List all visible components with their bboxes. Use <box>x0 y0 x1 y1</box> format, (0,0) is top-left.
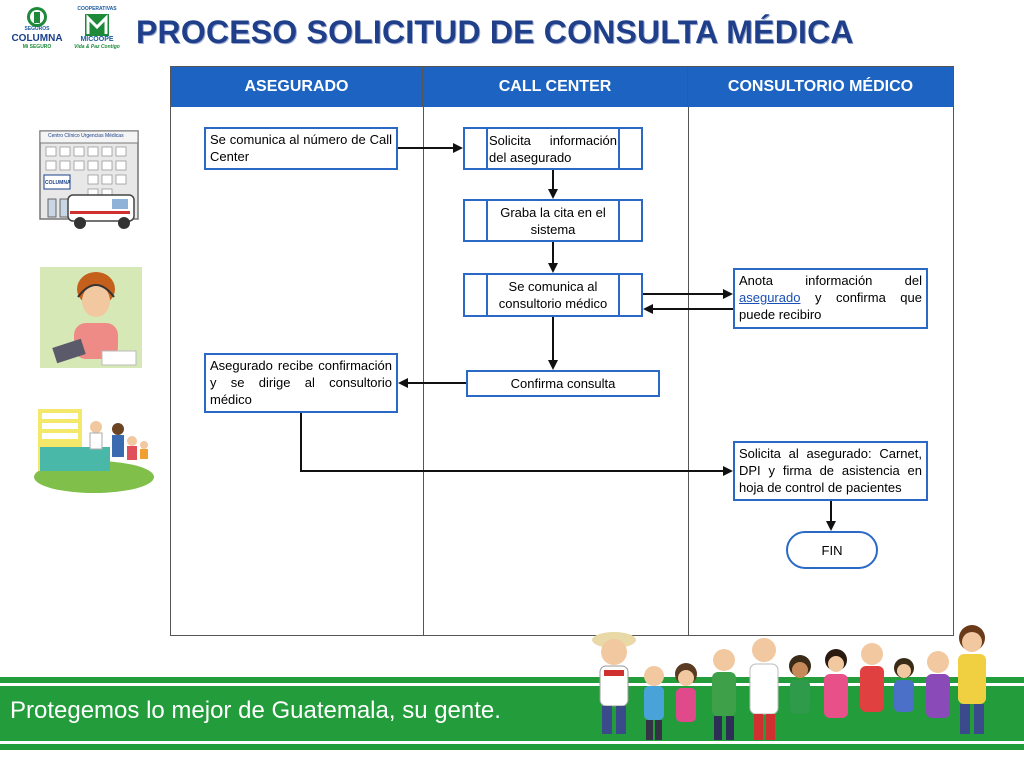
step-call-solicita: Solicita información del asegurado <box>463 127 643 170</box>
step-consultorio-anota-text-b: y confirma que puede recibiro <box>739 290 922 322</box>
lane-divider <box>688 107 689 635</box>
step-consultorio-solicita: Solicita al asegurado: Carnet, DPI y fir… <box>733 441 928 501</box>
lane-header-call-center: CALL CENTER <box>423 67 688 107</box>
process-bar <box>486 129 488 168</box>
page-title: PROCESO SOLICITUD DE CONSULTA MÉDICA <box>136 14 854 50</box>
lane-divider <box>423 107 424 635</box>
children-group-icon <box>592 625 986 740</box>
process-bar <box>618 201 620 240</box>
process-bar <box>618 275 620 315</box>
asegurado-link[interactable]: asegurado <box>739 290 801 305</box>
logo-micoope-sub: Vida & Paz Contigo <box>74 44 120 50</box>
columna-logo-icon <box>27 7 47 27</box>
hospital-building-image: Centro Clínico Urgencias Médicas COLUMNA <box>38 129 141 231</box>
process-bar <box>486 275 488 315</box>
step-call-comunica-text: Se comunica al consultorio médico <box>498 279 608 311</box>
step-asegurado-recibe: Asegurado recibe confirmación y se dirig… <box>204 353 398 413</box>
swimlane-diagram: ASEGURADO CALL CENTER CONSULTORIO MÉDICO <box>170 66 954 636</box>
hospital-icon <box>39 130 139 229</box>
seguros-columna-logo: SEGUROS COLUMNA Mi SEGURO <box>6 4 68 52</box>
logo-columna-text: COLUMNA <box>11 33 63 44</box>
step-call-solicita-text: Solicita información del asegurado <box>489 132 617 165</box>
clinic-reception-image <box>32 405 156 493</box>
lane-header-consultorio: CONSULTORIO MÉDICO <box>688 67 953 107</box>
footer-stripe <box>0 683 1024 686</box>
footer-slogan: Protegemos lo mejor de Guatemala, su gen… <box>10 697 501 724</box>
logo-cooperativas-text: COOPERATIVAS <box>77 6 117 12</box>
step-call-comunica: Se comunica al consultorio médico <box>463 273 643 317</box>
end-terminator: FIN <box>786 531 878 569</box>
logo-seguros-text: SEGUROS <box>24 26 50 32</box>
process-bar <box>486 201 488 240</box>
micoope-logo: COOPERATIVAS MICOOPE Vida & Paz Contigo <box>72 4 122 52</box>
call-center-agent-image <box>40 267 142 368</box>
logo-micoope-text: MICOOPE <box>80 36 114 43</box>
step-consultorio-anota: Anota información del asegurado y confir… <box>733 268 928 329</box>
step-call-confirma: Confirma consulta <box>466 370 660 397</box>
micoope-m-icon <box>85 14 109 36</box>
process-bar <box>618 129 620 168</box>
step-call-graba-text: Graba la cita en el sistema <box>500 204 606 237</box>
step-consultorio-anota-text-a: Anota información del <box>739 273 922 288</box>
lane-header-asegurado: ASEGURADO <box>171 67 423 107</box>
footer-band <box>0 677 1024 750</box>
logo-miseguro-text: Mi SEGURO <box>22 44 52 50</box>
step-call-graba: Graba la cita en el sistema <box>463 199 643 242</box>
footer-stripe <box>0 741 1024 744</box>
step-asegurado-llama: Se comunica al número de Call Center <box>204 127 398 170</box>
building-logo-text: COLUMNA <box>45 180 71 186</box>
clinic-reception-icon <box>34 409 154 493</box>
call-center-agent-icon <box>40 267 142 368</box>
building-sign-text: Centro Clínico Urgencias Médicas <box>48 133 124 139</box>
children-illustration <box>574 610 1024 768</box>
